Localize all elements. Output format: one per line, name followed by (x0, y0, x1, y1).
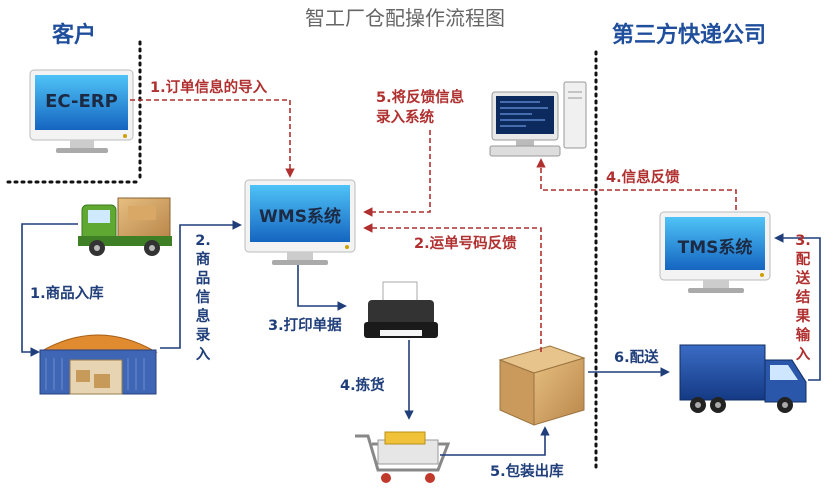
step-picking: 4.拣货 (340, 378, 385, 394)
warehouse (38, 334, 158, 395)
step-delivery: 6.配送 (614, 350, 659, 366)
tms-label: TMS系统 (677, 238, 753, 258)
arrow-info-feedback (536, 158, 737, 210)
third-party-header: 第三方快递公司 (612, 23, 767, 48)
step-delivery-result-entry: 3.配送结果输入 (795, 233, 811, 363)
printer (364, 281, 438, 338)
arrow-product-info (160, 220, 242, 349)
arrow-order-import (130, 99, 295, 178)
shopping-cart (355, 431, 451, 483)
arrow-packing (440, 426, 550, 456)
step-packing-outbound: 5.包装出库 (490, 464, 564, 480)
ec-erp-label: EC-ERP (45, 91, 118, 112)
step-order-import: 1.订单信息的导入 (150, 80, 268, 96)
wms-monitor (244, 179, 356, 265)
step-waybill-feedback: 2.运单号码反馈 (414, 236, 517, 252)
wms-label: WMS系统 (259, 207, 341, 227)
step-receiving: 1.商品入库 (30, 286, 104, 302)
arrow-waybill-feedback (363, 223, 542, 352)
ec-erp-monitor (29, 69, 134, 153)
step-feedback-entry: 5.将反馈信息录入系统 (376, 90, 465, 126)
arrow-print (297, 265, 347, 311)
arrow-delivery-result (774, 233, 821, 381)
tms-monitor (659, 211, 771, 293)
delivery-truck-outbound (679, 344, 807, 413)
step-info-feedback: 4.信息反馈 (606, 170, 680, 186)
arrow-feedback-to-wms (363, 130, 431, 217)
delivery-truck-inbound (78, 197, 172, 256)
cardboard-box (498, 345, 586, 426)
diagram-title: 智工厂仓配操作流程图 (305, 6, 505, 30)
step-product-info-entry: 2.商品信息录入 (195, 233, 211, 363)
customer-header: 客户 (52, 23, 97, 48)
customer-zone-border (6, 40, 142, 184)
arrow-receiving (21, 223, 78, 357)
step-print-docs: 3.打印单据 (268, 318, 342, 334)
desktop-computer (489, 81, 587, 157)
